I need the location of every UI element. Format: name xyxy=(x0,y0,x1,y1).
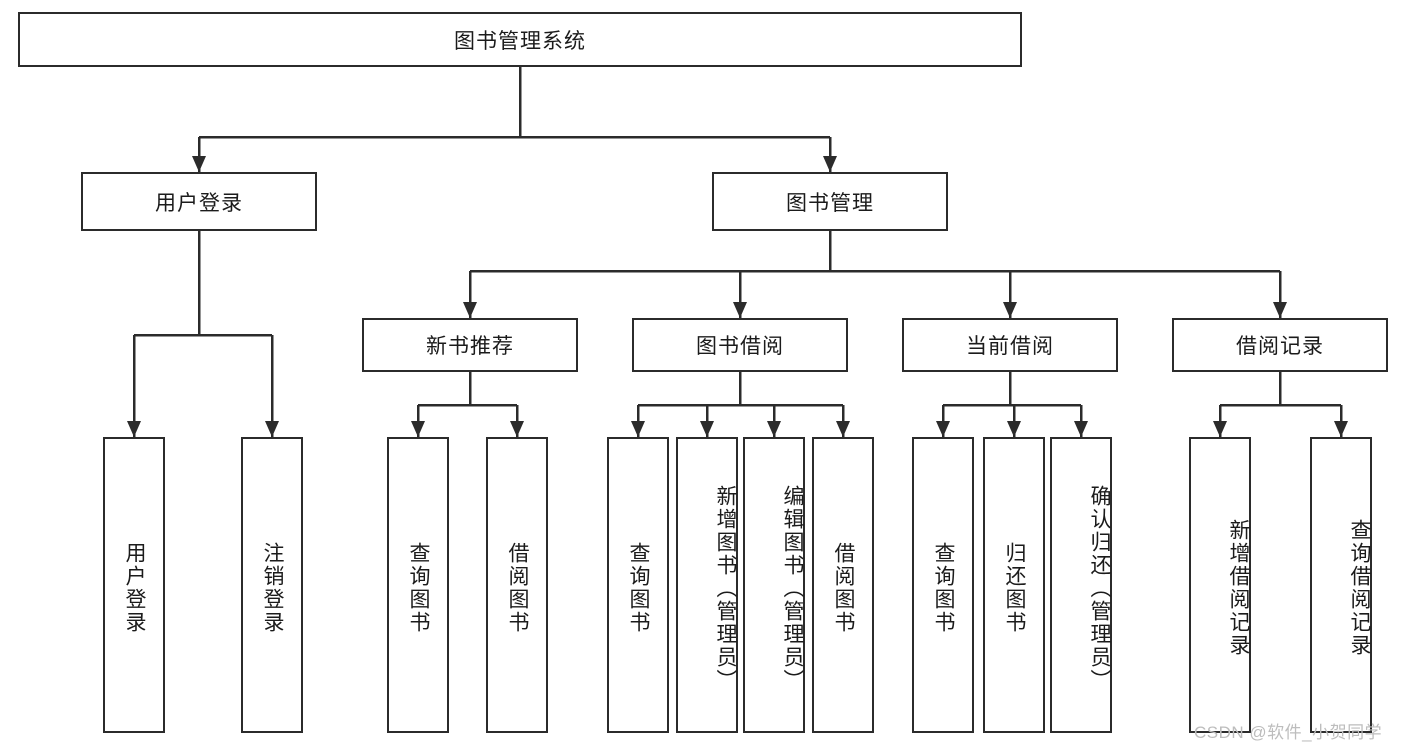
node-label: 图书管理系统 xyxy=(454,29,586,53)
node-label: 新增借阅记录 xyxy=(1227,519,1250,657)
node-b-query[interactable]: 查询图书 xyxy=(607,437,669,733)
node-bookmgmt[interactable]: 图书管理 xyxy=(712,172,948,231)
node-borrow[interactable]: 图书借阅 xyxy=(632,318,848,372)
arrowhead xyxy=(1334,421,1348,437)
node-l-logout[interactable]: 注销登录 xyxy=(241,437,303,733)
arrowhead xyxy=(1273,302,1287,318)
node-l-login[interactable]: 用户登录 xyxy=(103,437,165,733)
arrowhead xyxy=(767,421,781,437)
node-c-return[interactable]: 归还图书 xyxy=(983,437,1045,733)
node-root[interactable]: 图书管理系统 xyxy=(18,12,1022,67)
arrowhead xyxy=(936,421,950,437)
arrowhead xyxy=(836,421,850,437)
node-label: 新增图书（管理员） xyxy=(714,484,737,692)
arrowhead xyxy=(700,421,714,437)
node-label: 查询图书 xyxy=(627,542,651,634)
node-label: 借阅记录 xyxy=(1236,335,1324,358)
node-label: 借阅图书 xyxy=(506,542,530,634)
arrowhead xyxy=(192,156,206,172)
node-b-add[interactable]: 新增图书（管理员） xyxy=(676,437,738,733)
node-c-query[interactable]: 查询图书 xyxy=(912,437,974,733)
node-label: 确认归还（管理员） xyxy=(1088,484,1111,692)
node-label: 当前借阅 xyxy=(966,335,1054,358)
node-label: 查询借阅记录 xyxy=(1348,519,1371,657)
arrowhead xyxy=(733,302,747,318)
arrowhead xyxy=(510,421,524,437)
node-login[interactable]: 用户登录 xyxy=(81,172,317,231)
node-label: 归还图书 xyxy=(1003,542,1027,634)
node-n-query[interactable]: 查询图书 xyxy=(387,437,449,733)
node-label: 注销登录 xyxy=(261,542,285,634)
node-b-edit[interactable]: 编辑图书（管理员） xyxy=(743,437,805,733)
arrowhead xyxy=(1074,421,1088,437)
arrowhead xyxy=(1213,421,1227,437)
arrowhead xyxy=(1003,302,1017,318)
node-label: 图书管理 xyxy=(786,191,874,215)
arrowhead xyxy=(265,421,279,437)
node-r-query[interactable]: 查询借阅记录 xyxy=(1310,437,1372,733)
arrowhead xyxy=(411,421,425,437)
node-label: 编辑图书（管理员） xyxy=(781,484,804,692)
node-label: 借阅图书 xyxy=(832,542,856,634)
arrowhead xyxy=(823,156,837,172)
node-b-lend[interactable]: 借阅图书 xyxy=(812,437,874,733)
node-label: 图书借阅 xyxy=(696,335,784,358)
node-newbook[interactable]: 新书推荐 xyxy=(362,318,578,372)
node-current[interactable]: 当前借阅 xyxy=(902,318,1118,372)
node-records[interactable]: 借阅记录 xyxy=(1172,318,1388,372)
arrowhead xyxy=(127,421,141,437)
node-n-borrow[interactable]: 借阅图书 xyxy=(486,437,548,733)
node-label: 用户登录 xyxy=(123,542,147,634)
csdn-watermark: CSDN @软件_小贺同学 xyxy=(1194,723,1383,742)
node-label: 用户登录 xyxy=(155,191,243,215)
node-label: 查询图书 xyxy=(407,542,431,634)
node-r-add[interactable]: 新增借阅记录 xyxy=(1189,437,1251,733)
node-c-confirm[interactable]: 确认归还（管理员） xyxy=(1050,437,1112,733)
arrowhead xyxy=(463,302,477,318)
arrowhead xyxy=(1007,421,1021,437)
arrowhead xyxy=(631,421,645,437)
node-label: 新书推荐 xyxy=(426,335,514,358)
node-label: 查询图书 xyxy=(932,542,956,634)
